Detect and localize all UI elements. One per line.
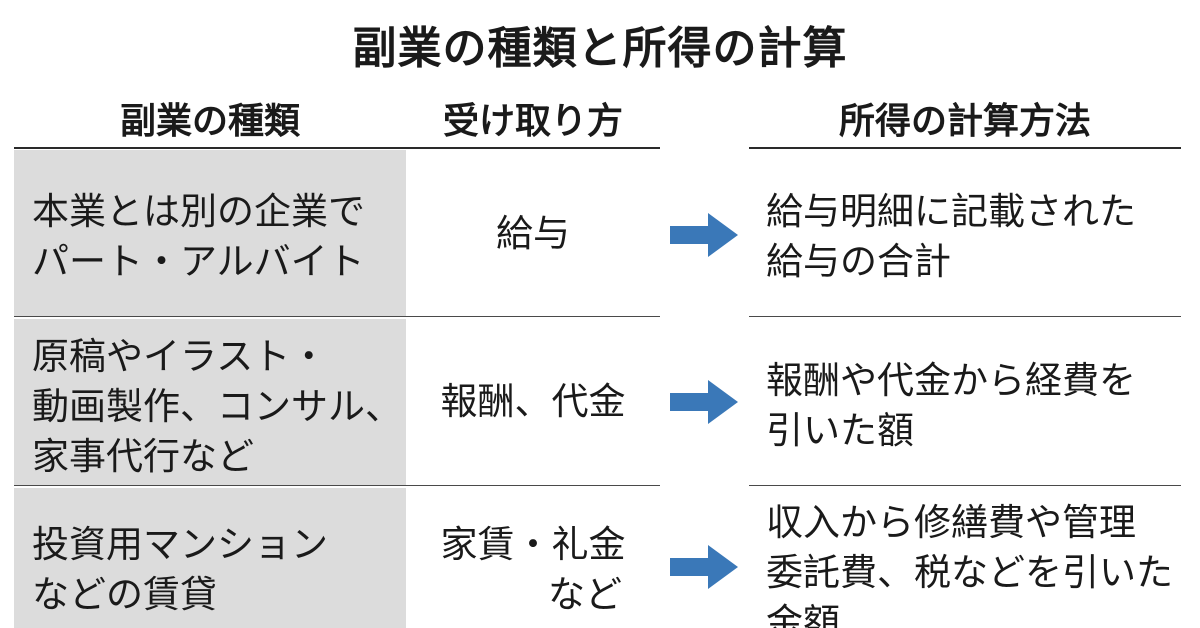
row-3-calc-line-3: 金額 (766, 601, 840, 628)
row-1-type: 本業とは別の企業で パート・アルバイト (32, 187, 365, 287)
type-band-3 (14, 488, 406, 628)
row-rule-right-2 (749, 485, 1181, 486)
row-3-receive-line-2: など (548, 573, 622, 616)
row-1-calc-line-2: 給与の合計 (766, 240, 951, 283)
row-2-calc: 報酬や代金から経費を 引いた額 (766, 356, 1136, 456)
page-title: 副業の種類と所得の計算 (352, 23, 848, 74)
header-rule-right (749, 147, 1181, 149)
header-receive: 受け取り方 (442, 101, 623, 142)
header-rule-left (14, 147, 660, 149)
row-3-calc-line-1: 収入から修繕費や管理 (766, 501, 1136, 544)
type-band-2 (14, 319, 406, 485)
row-1-type-line-2: パート・アルバイト (32, 240, 365, 283)
row-rule-left-1 (14, 316, 660, 317)
row-2-type-line-2: 動画製作、コンサル、 (32, 385, 402, 428)
right-arrow-icon (670, 380, 738, 424)
row-1-calc-line-1: 給与明細に記載された (766, 190, 1136, 233)
row-1-receive-line-1: 給与 (496, 212, 570, 255)
type-band-1 (14, 150, 406, 316)
header-type: 副業の種類 (119, 101, 300, 142)
row-3-calc-line-2: 委託費、税などを引いた (766, 551, 1173, 594)
row-rule-left-2 (14, 485, 660, 486)
row-3-calc: 収入から修繕費や管理 委託費、税などを引いた 金額 (766, 498, 1173, 628)
header-calc: 所得の計算方法 (838, 101, 1091, 142)
row-rule-right-1 (749, 316, 1181, 317)
row-1-receive: 給与 (406, 209, 660, 259)
right-arrow-icon (670, 213, 738, 257)
row-2-receive: 報酬、代金 (406, 377, 660, 427)
row-2-receive-line-1: 報酬、代金 (440, 380, 626, 423)
row-3-type: 投資用マンション などの賃貸 (32, 520, 328, 620)
row-2-type-line-1: 原稿やイラスト・ (32, 335, 328, 378)
right-arrow-icon (670, 545, 738, 589)
row-2-calc-line-2: 引いた額 (766, 409, 914, 452)
row-3-type-line-1: 投資用マンション (32, 523, 328, 566)
row-3-receive: 家賃・礼金 など (406, 520, 660, 620)
row-2-calc-line-1: 報酬や代金から経費を (766, 359, 1136, 402)
row-2-type: 原稿やイラスト・ 動画製作、コンサル、 家事代行など (32, 332, 402, 482)
row-2-type-line-3: 家事代行など (32, 435, 254, 478)
row-1-calc: 給与明細に記載された 給与の合計 (766, 187, 1136, 287)
row-3-receive-line-1: 家賃・礼金 (440, 523, 626, 566)
row-3-type-line-2: などの賃貸 (32, 573, 217, 616)
row-1-type-line-1: 本業とは別の企業で (32, 190, 365, 233)
